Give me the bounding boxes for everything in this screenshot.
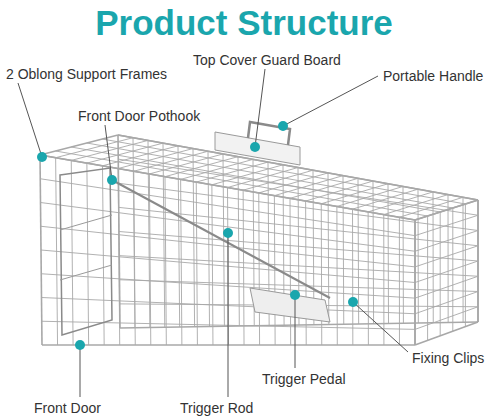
mesh-wire bbox=[119, 256, 478, 277]
leader-line bbox=[80, 345, 81, 397]
callout-dot bbox=[278, 121, 288, 131]
part-label: Portable Handle bbox=[383, 68, 483, 84]
part-label: Fixing Clips bbox=[412, 350, 484, 366]
part-label: Front Door bbox=[34, 400, 101, 416]
callout-dot bbox=[348, 297, 358, 307]
leader-line bbox=[228, 233, 229, 397]
leader-line bbox=[255, 69, 265, 147]
leader-line bbox=[283, 76, 378, 126]
part-label: Top Cover Guard Board bbox=[193, 52, 341, 68]
mesh-wire bbox=[415, 246, 478, 267]
mesh-wire bbox=[118, 135, 478, 200]
callout-dot bbox=[75, 340, 85, 350]
callout-dot bbox=[290, 290, 300, 300]
mesh-wire bbox=[415, 231, 478, 252]
part-label: Trigger Pedal bbox=[262, 371, 346, 387]
wire-mesh bbox=[40, 135, 478, 345]
mesh-wire bbox=[415, 322, 478, 345]
mesh-wire bbox=[56, 151, 428, 216]
callout-dot bbox=[223, 228, 233, 238]
callout-dot bbox=[250, 142, 260, 152]
callout-dot bbox=[107, 175, 117, 185]
leader-lines bbox=[18, 69, 408, 397]
callout-dot bbox=[37, 152, 47, 162]
part-label: 2 Oblong Support Frames bbox=[6, 66, 167, 82]
leader-line bbox=[105, 125, 112, 180]
front-door-bar bbox=[60, 265, 112, 280]
leader-line bbox=[295, 295, 296, 368]
part-label: Front Door Pothook bbox=[78, 108, 200, 124]
trigger-rod bbox=[112, 180, 330, 298]
mesh-wire bbox=[415, 215, 478, 235]
title: Product Structure bbox=[0, 2, 488, 44]
front-door bbox=[60, 168, 112, 335]
mesh-wire bbox=[415, 200, 478, 220]
leader-line bbox=[18, 83, 42, 157]
guard-board bbox=[215, 132, 300, 165]
portable-handle bbox=[248, 122, 290, 145]
trigger-pedal bbox=[250, 288, 330, 322]
leader-line bbox=[353, 302, 408, 352]
part-label: Trigger Rod bbox=[180, 400, 253, 416]
front-door-bar bbox=[60, 215, 112, 230]
